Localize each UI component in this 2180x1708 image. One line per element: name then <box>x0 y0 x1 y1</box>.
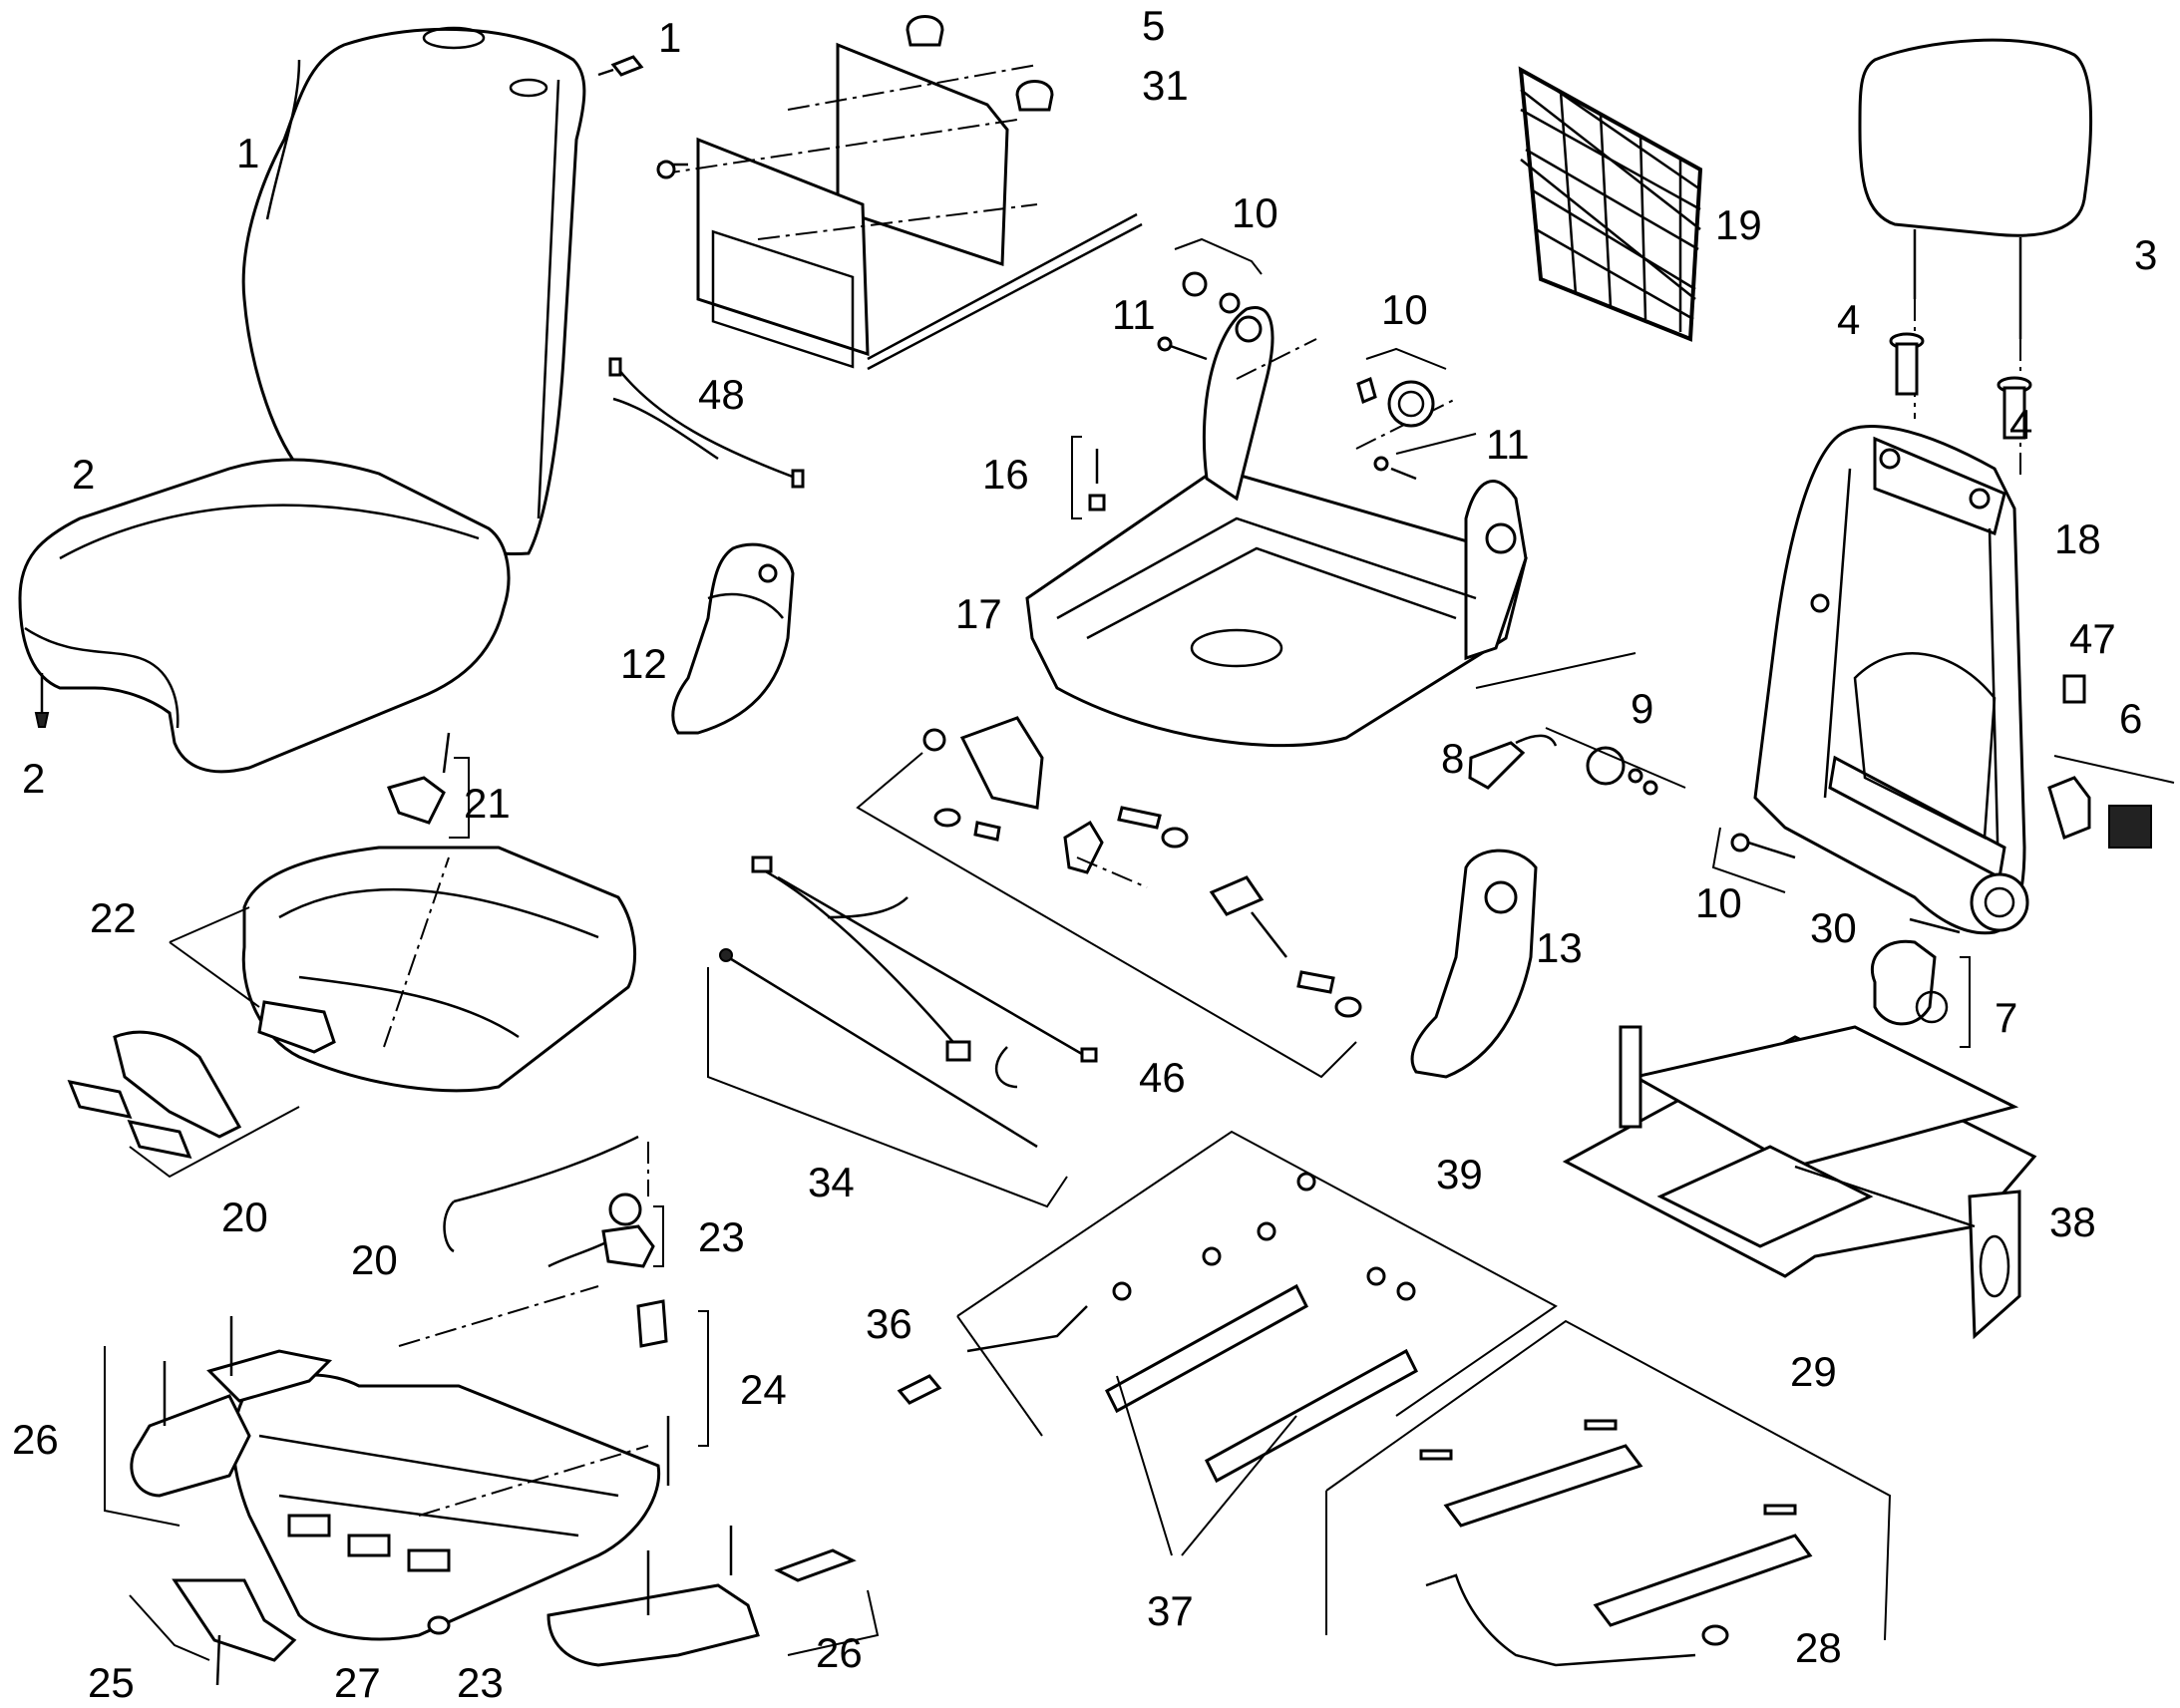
part-25-handle <box>129 1578 297 1686</box>
callout-6: 6 <box>2119 695 2142 742</box>
part-16-clip <box>1071 436 1106 519</box>
part-18-back-frame <box>1753 425 2029 935</box>
part-23-adjuster <box>547 1142 664 1268</box>
callout-16: 16 <box>982 451 1029 498</box>
callout-22: 22 <box>90 894 137 941</box>
callout-17: 17 <box>955 590 1002 637</box>
part-21-clip-bracket <box>386 732 470 839</box>
part-8-lever <box>1468 734 1558 790</box>
callout-numbers: 1 1 2 2 5 31 48 12 10 10 11 11 16 17 19 … <box>12 2 2157 1706</box>
screw-2 <box>34 673 50 728</box>
callout-30: 30 <box>1810 904 1857 951</box>
callout-38: 38 <box>2049 1198 2096 1245</box>
callout-2: 2 <box>22 755 45 802</box>
callout-25: 25 <box>88 1659 135 1706</box>
callout-1: 1 <box>236 130 259 176</box>
part-20-trim-pieces <box>67 1030 300 1179</box>
callout-9: 9 <box>1631 685 1653 732</box>
callout-34: 34 <box>808 1159 855 1205</box>
part-22-seat-pan <box>169 846 637 1093</box>
part-9-handle-assembly <box>1475 652 1686 796</box>
callout-23: 23 <box>457 1659 504 1706</box>
part-36-handle <box>897 1374 942 1405</box>
callout-11: 11 <box>1486 421 1530 468</box>
callout-36: 36 <box>866 1300 912 1347</box>
callout-5: 5 <box>1142 2 1165 49</box>
callout-12: 12 <box>620 640 667 687</box>
callout-46: 46 <box>1139 1054 1186 1101</box>
callout-24: 24 <box>740 1366 787 1413</box>
callout-4: 4 <box>1837 296 1860 343</box>
callout-27: 27 <box>334 1659 381 1706</box>
callout-18: 18 <box>2054 515 2101 562</box>
part-2-seat-cushion <box>18 458 511 774</box>
callout-28: 28 <box>1795 1624 1842 1671</box>
callout-26: 26 <box>816 1629 863 1676</box>
callout-10: 10 <box>1381 286 1428 333</box>
callout-31: 31 <box>1142 62 1189 109</box>
part-38-mount-base <box>1562 1025 2037 1340</box>
callout-19: 19 <box>1715 201 1762 248</box>
callout-1: 1 <box>658 14 681 61</box>
part-46-seat-belt-buckle <box>856 716 1362 1079</box>
part-29-lower-slide <box>1325 1319 1892 1667</box>
callout-3: 3 <box>2134 231 2157 278</box>
part-3-headrest <box>1858 38 2093 479</box>
callout-13: 13 <box>1536 924 1583 971</box>
part-10-bolt-lower <box>1711 827 1796 893</box>
part-10-recliner-knob <box>1356 347 1447 428</box>
screw-1 <box>597 55 644 77</box>
callout-47: 47 <box>2069 615 2116 662</box>
callout-2: 2 <box>72 451 95 498</box>
callout-11: 11 <box>1112 291 1156 338</box>
callout-23: 23 <box>698 1213 745 1260</box>
callout-4: 4 <box>2009 401 2032 448</box>
callout-20: 20 <box>351 1236 398 1283</box>
part-27-base-pan <box>231 1285 661 1641</box>
callout-10: 10 <box>1695 879 1742 926</box>
callout-21: 21 <box>464 780 511 827</box>
part-11-bolts <box>1157 336 1477 481</box>
part-5-back-panel <box>656 15 1143 371</box>
part-39-upper-slide <box>956 1130 1558 1484</box>
part-20-cable <box>443 1135 639 1253</box>
part-10-spacers-top <box>1174 237 1263 314</box>
part-37-bolts <box>1116 1375 1297 1556</box>
callout-10: 10 <box>1232 189 1278 236</box>
part-24-bracket <box>636 1299 709 1486</box>
part-13-side-trim <box>1410 849 1538 1079</box>
callout-8: 8 <box>1441 735 1464 782</box>
callout-29: 29 <box>1790 1348 1837 1395</box>
callout-7: 7 <box>1995 994 2017 1041</box>
part-12-side-trim <box>671 542 795 735</box>
callout-39: 39 <box>1436 1151 1483 1197</box>
part-30-7-recliner-mechanism <box>1870 917 1971 1048</box>
callout-48: 48 <box>698 371 745 418</box>
part-34-wiring-harness <box>707 855 1098 1208</box>
part-19-net-pocket <box>1518 66 1703 342</box>
callout-26: 26 <box>12 1416 59 1463</box>
part-47-switch <box>2062 674 2086 704</box>
part-17-seat-frame <box>1025 305 1528 748</box>
callout-20: 20 <box>221 1194 268 1240</box>
part-48-wire <box>608 357 805 489</box>
part-26-side-cover-left <box>104 1316 333 1527</box>
callout-37: 37 <box>1147 1587 1194 1634</box>
part-4-headrest-guides <box>1889 332 2032 440</box>
part-26-side-cover-right <box>546 1526 880 1667</box>
part-6-lumbar-switch <box>2047 755 2175 849</box>
